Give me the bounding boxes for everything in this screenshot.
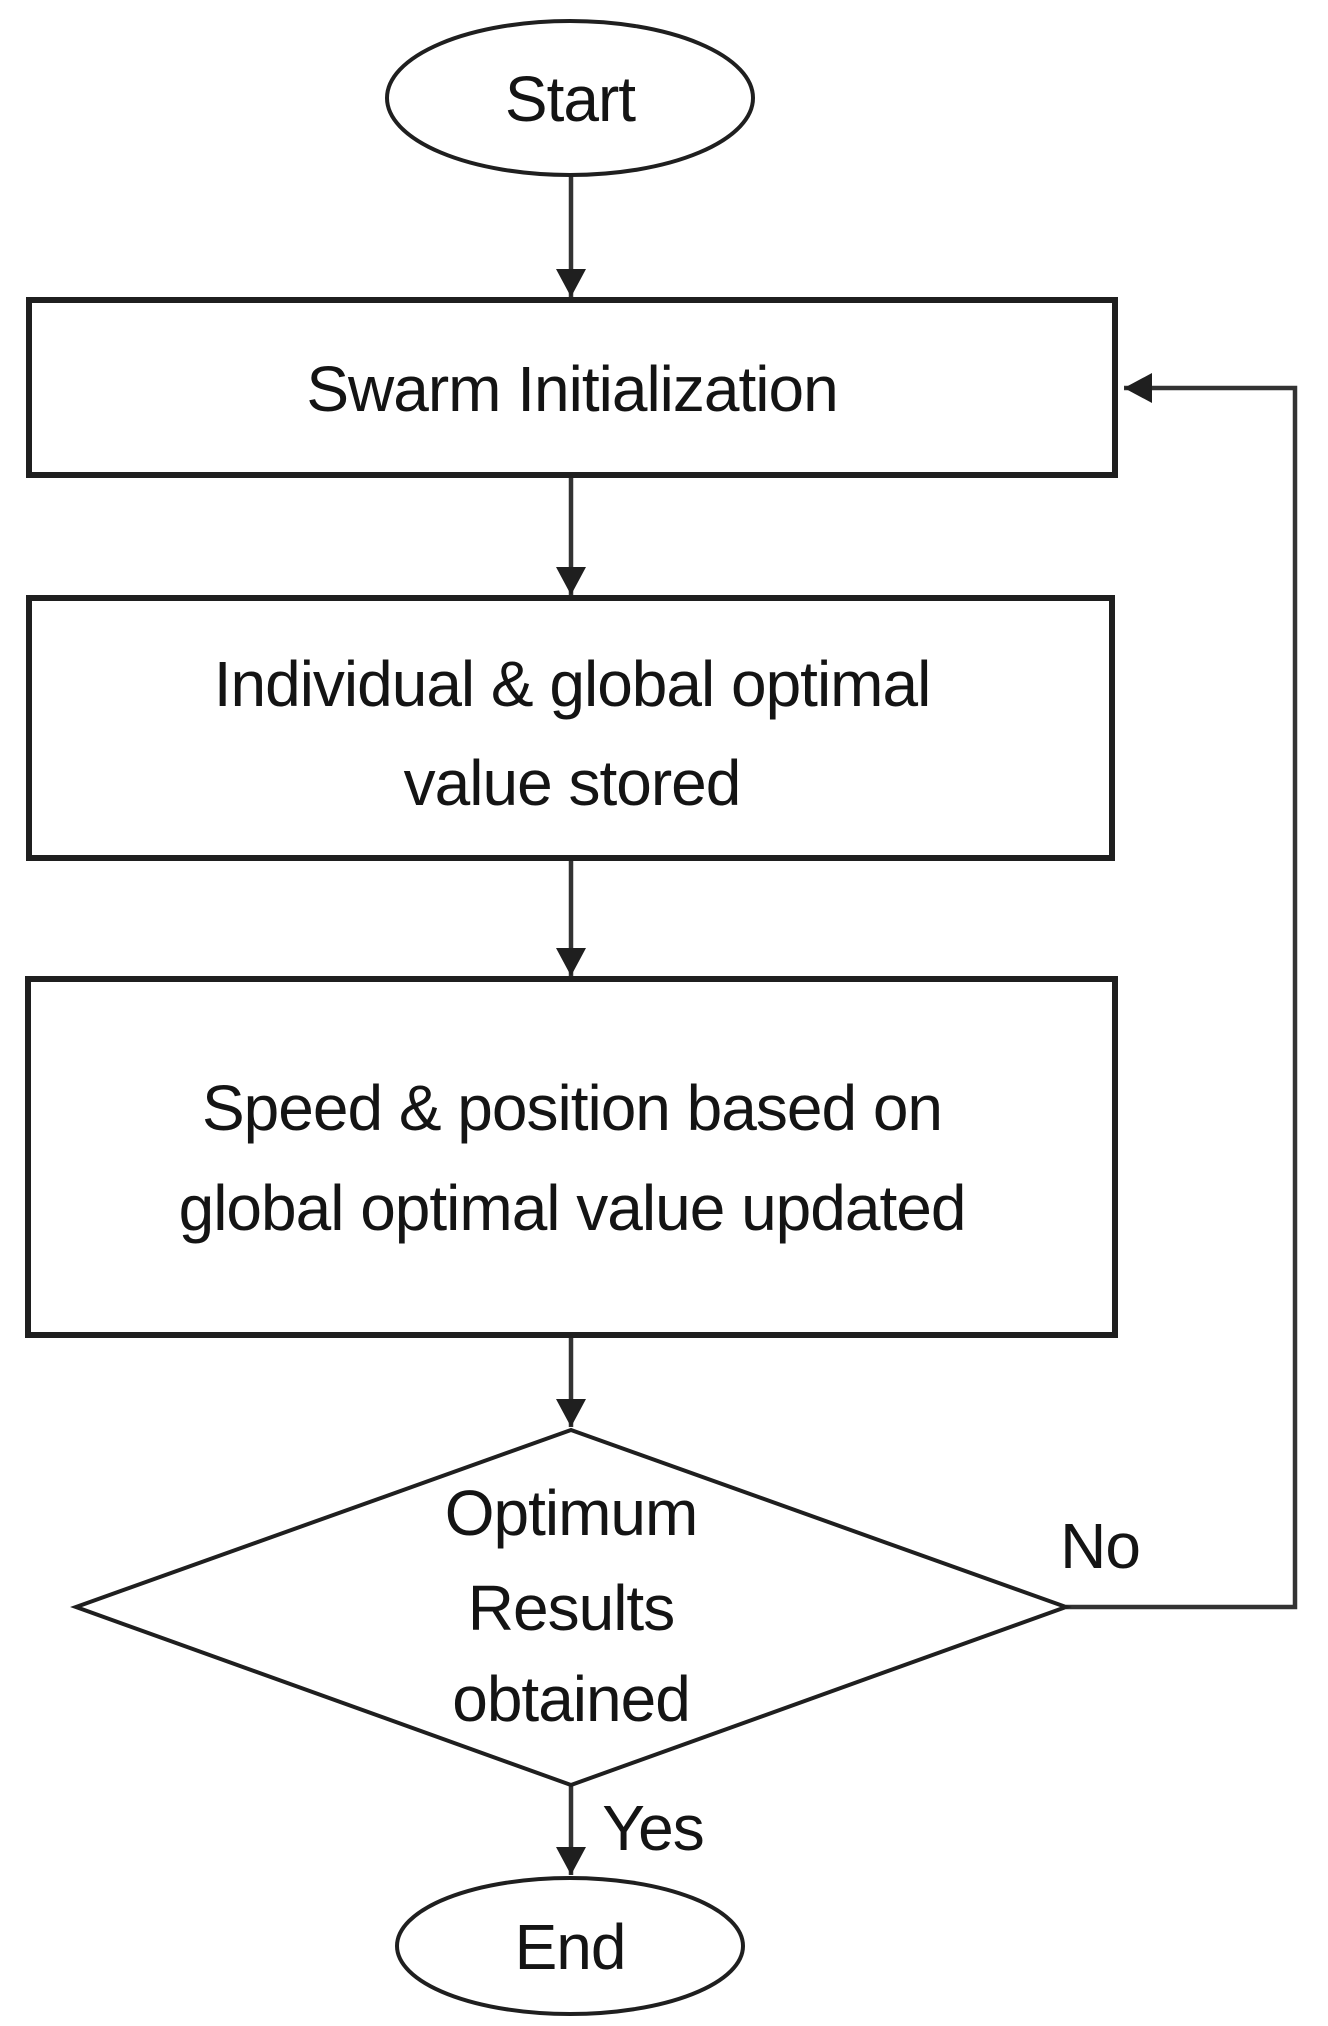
store-optimal-label-line2: value stored — [404, 747, 741, 819]
update-speed-position-label-line1: Speed & position based on — [202, 1072, 942, 1144]
end-node-label: End — [515, 1911, 626, 1983]
update-speed-position-node — [25, 976, 1118, 1338]
yes-branch-label: Yes — [602, 1792, 703, 1864]
no-branch-label: No — [1060, 1510, 1140, 1582]
end-node — [395, 1876, 745, 2016]
decision-label-line2: Results — [468, 1572, 674, 1644]
start-node-label: Start — [505, 63, 636, 135]
store-optimal-label-line1: Individual & global optimal — [214, 648, 931, 720]
start-node — [385, 19, 755, 177]
update-speed-position-label-line2: global optimal value updated — [179, 1172, 966, 1244]
decision-label-line3: obtained — [452, 1663, 690, 1735]
edge-decision-to-init-no-feedback — [1066, 373, 1298, 1610]
swarm-initialization-label: Swarm Initialization — [306, 353, 837, 425]
swarm-initialization-node — [26, 297, 1118, 478]
store-optimal-node — [26, 595, 1115, 861]
decision-node — [70, 1427, 1072, 1788]
decision-label-line1: Optimum — [445, 1477, 698, 1549]
